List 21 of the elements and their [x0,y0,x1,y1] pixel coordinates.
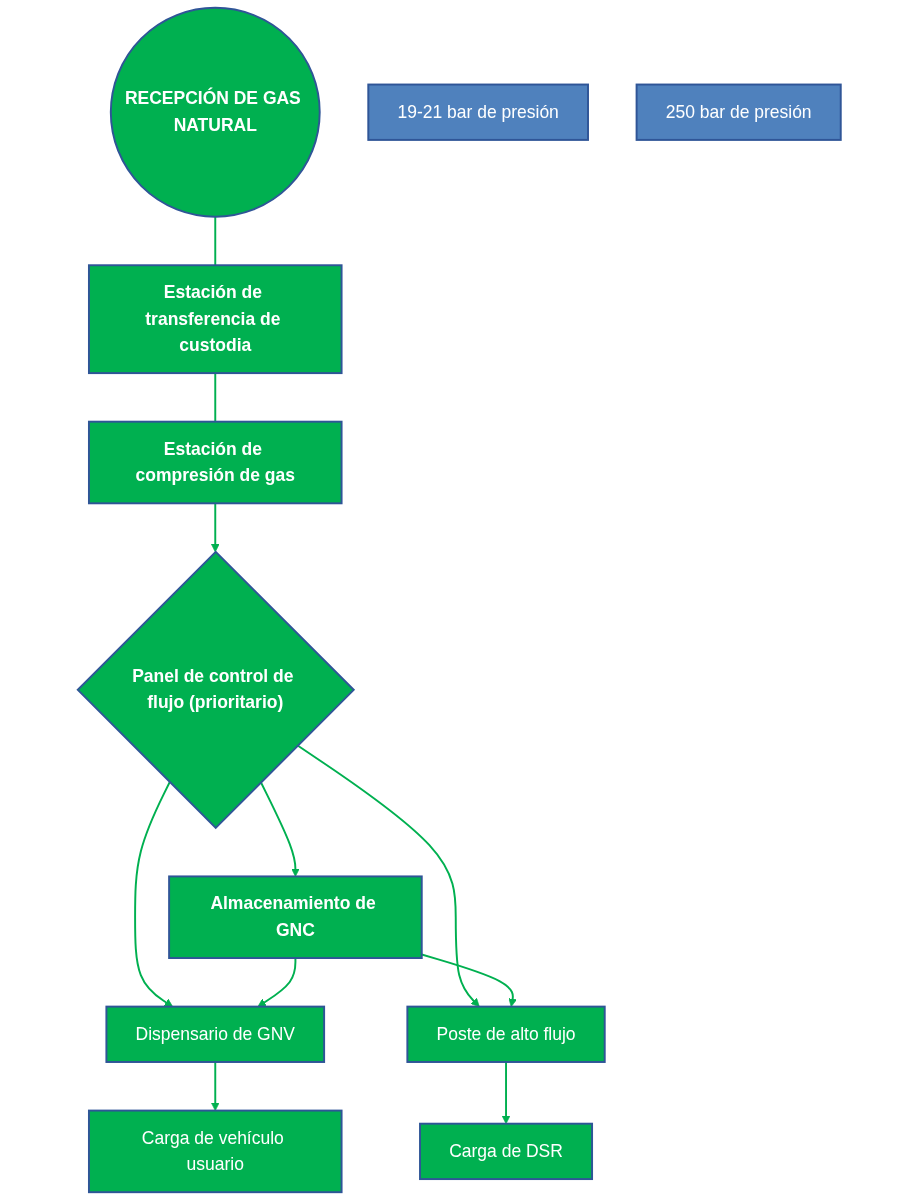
node-circle: RECEPCIÓN DE GAS NATURAL [109,6,321,218]
arrow [420,953,517,1007]
arrow [210,1061,220,1111]
arrow [133,781,173,1007]
arrow [259,781,300,877]
arrow [501,1061,511,1125]
arrow [257,957,297,1007]
node-box: Poste de alto flujo [406,1005,606,1063]
node-box: Dispensario de GNV [105,1005,325,1063]
arrow [296,744,480,1007]
connector [214,215,216,267]
node-box: Carga de DSR [418,1122,593,1181]
connector [214,372,216,423]
node-box: Carga de vehículo usuario [87,1109,343,1194]
node-diamond: Panel de control de flujo (prioritario) [76,550,355,830]
arrow [210,502,220,553]
node-box: 250 bar de presión [635,83,842,141]
node-box: Almacenamiento de GNC [167,875,423,959]
node-box: Estación de compresión de gas [87,420,343,505]
node-box: Estación de transferencia de custodia [87,264,343,375]
node-box: 19-21 bar de presión [367,83,589,141]
